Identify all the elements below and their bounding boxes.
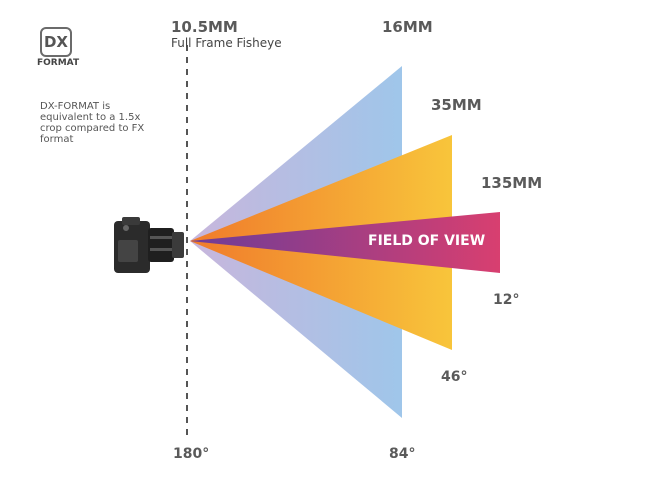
field-of-view-label: FIELD OF VIEW: [368, 233, 486, 249]
lens-135mm-angle: 12°: [493, 292, 520, 308]
fisheye-focal-label: 10.5MM: [171, 18, 238, 36]
lens-16mm-angle: 84°: [389, 446, 416, 462]
dx-format-label: FORMAT: [37, 58, 80, 68]
dx-badge: DX: [40, 27, 72, 57]
camera-icon: [114, 217, 184, 273]
fisheye-angle-label: 180°: [173, 446, 210, 462]
fisheye-name-label: Full Frame Fisheye: [171, 36, 282, 50]
dx-note: DX-FORMAT is equivalent to a 1.5x crop c…: [40, 101, 145, 145]
cone-135mm: [190, 212, 500, 273]
lens-16mm-focal: 16MM: [382, 18, 433, 36]
lens-135mm-focal: 135MM: [481, 174, 543, 192]
lens-35mm-focal: 35MM: [431, 96, 482, 114]
lens-35mm-angle: 46°: [441, 369, 468, 385]
